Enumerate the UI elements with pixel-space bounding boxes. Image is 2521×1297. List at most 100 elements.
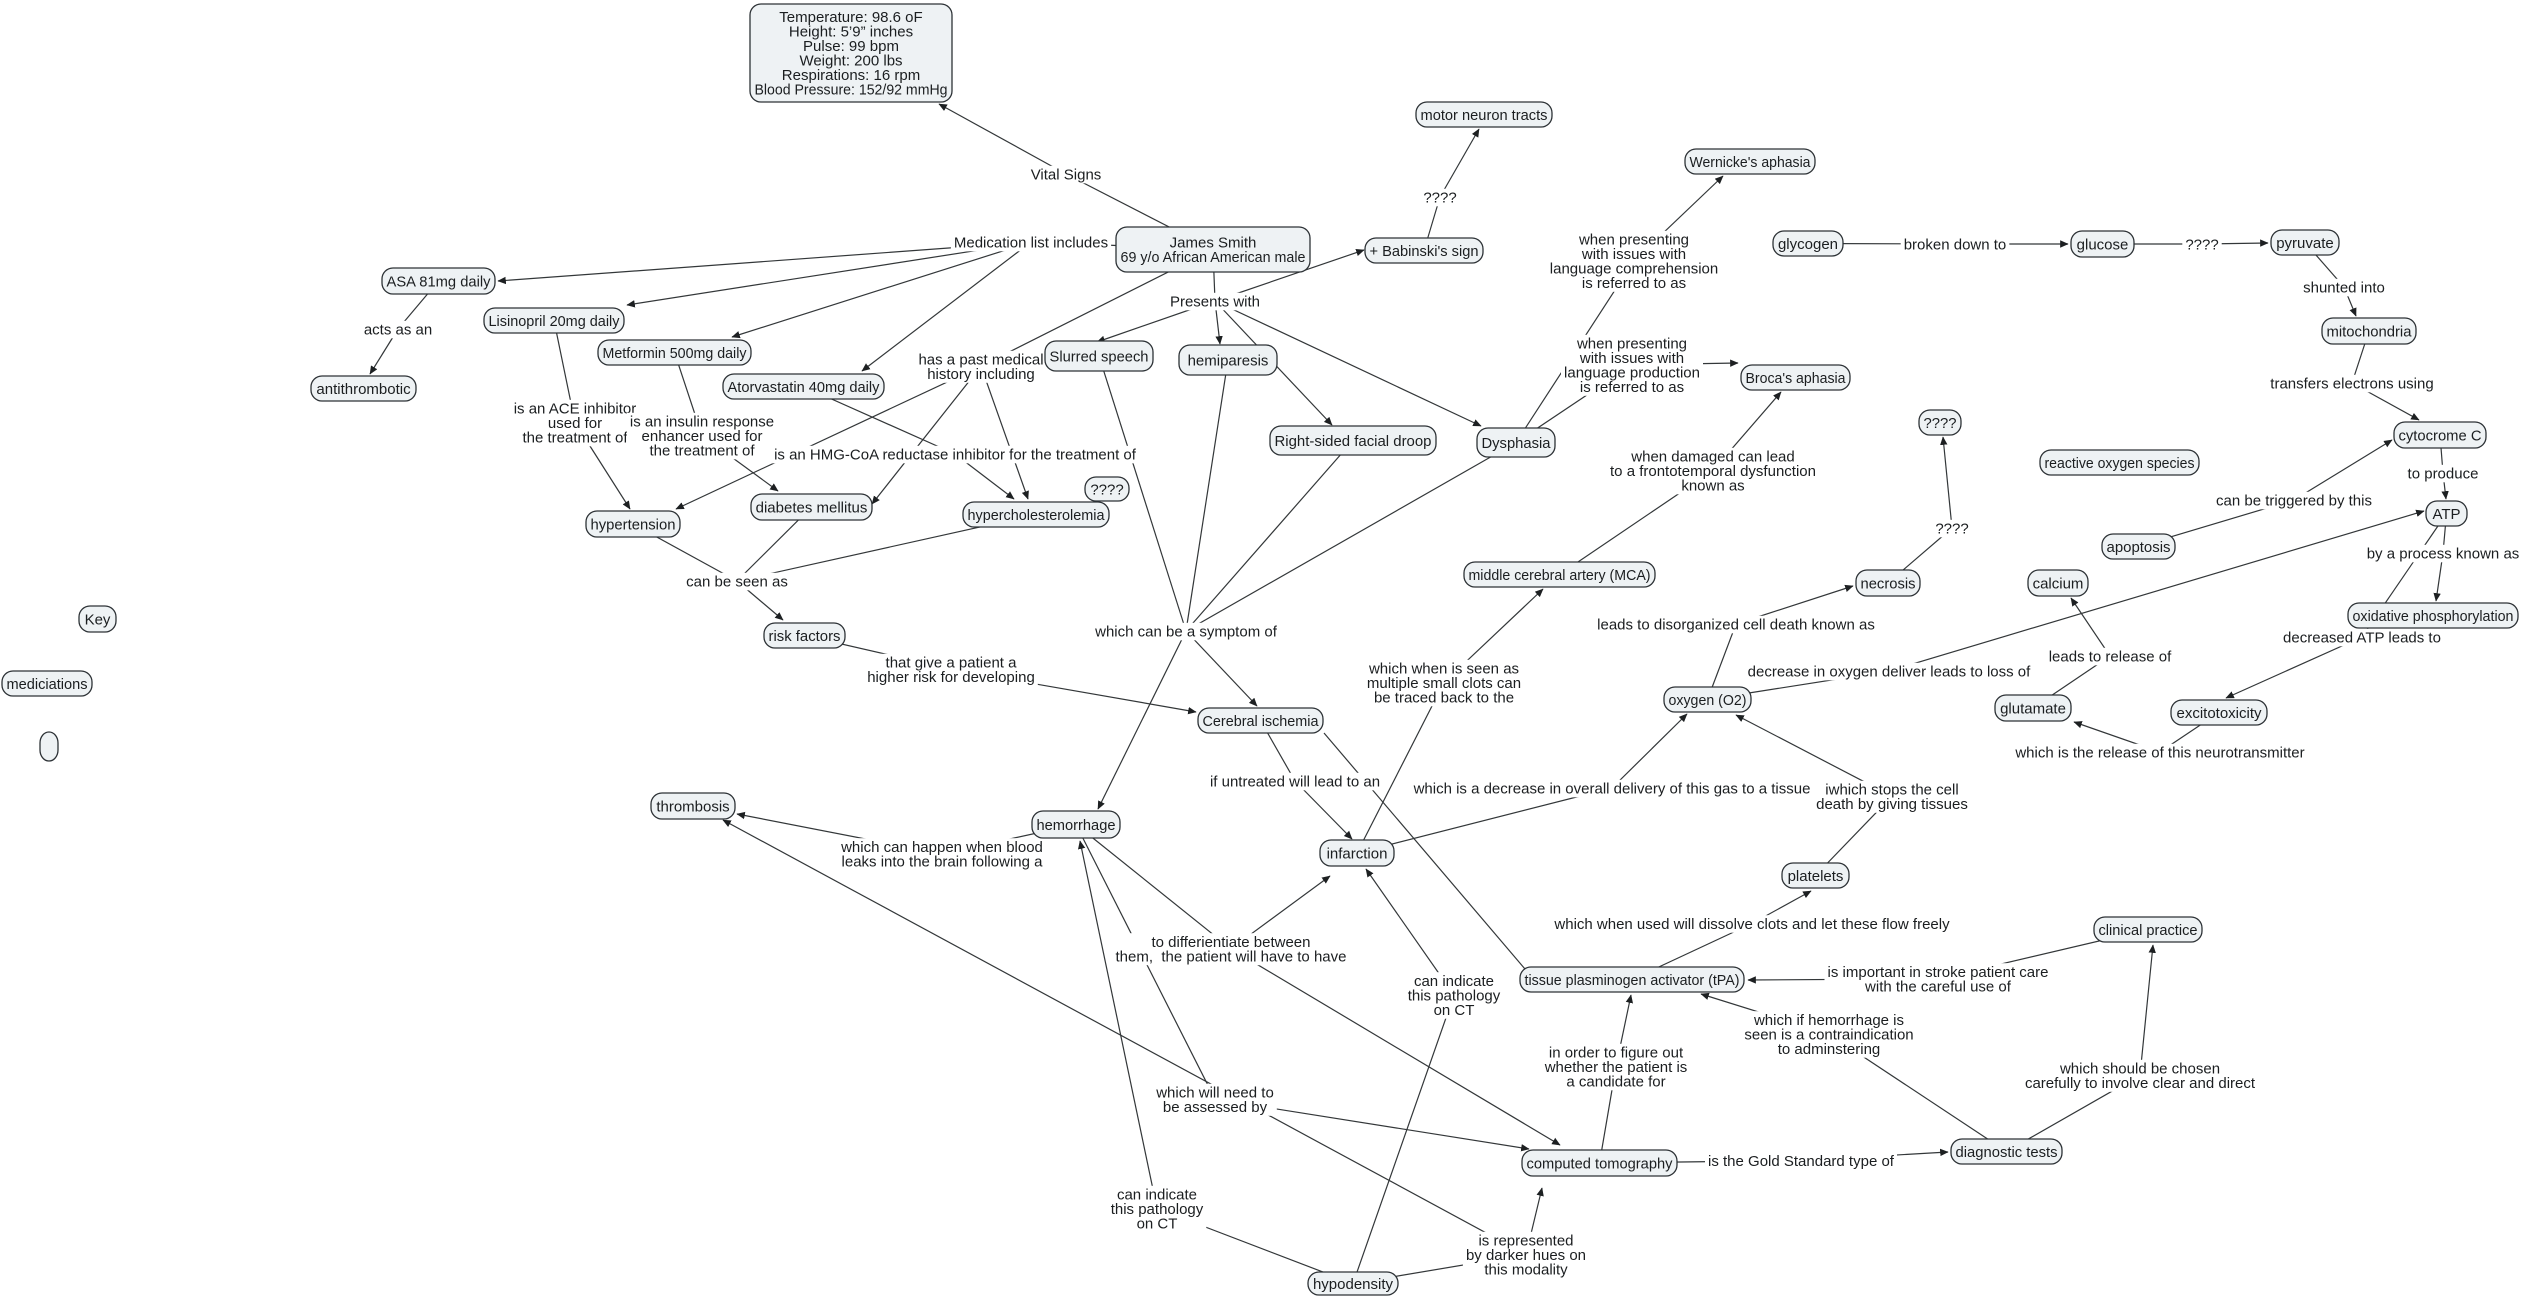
svg-text:when presenting: when presenting — [1576, 335, 1687, 352]
svg-text:which can happen when blood: which can happen when blood — [840, 839, 1043, 856]
svg-text:multiple small clots can: multiple small clots can — [1367, 675, 1521, 692]
svg-text:Broca's aphasia: Broca's aphasia — [1746, 370, 1847, 387]
svg-text:history including: history including — [927, 366, 1035, 383]
svg-text:Right-sided facial droop: Right-sided facial droop — [1275, 433, 1432, 450]
svg-text:calcium: calcium — [2033, 575, 2084, 592]
svg-text:Pulse: 99 bpm: Pulse: 99 bpm — [803, 38, 899, 55]
svg-text:Height: 5’9” inches: Height: 5’9” inches — [789, 24, 913, 41]
svg-text:glucose: glucose — [2077, 236, 2129, 253]
svg-text:leads to release of: leads to release of — [2049, 648, 2172, 665]
svg-text:Vital Signs: Vital Signs — [1031, 166, 1102, 183]
svg-text:Presents with: Presents with — [1170, 293, 1260, 310]
svg-text:????: ???? — [1935, 520, 1968, 537]
svg-text:ATP: ATP — [2432, 506, 2460, 523]
svg-text:higher risk for developing: higher risk for developing — [867, 669, 1035, 686]
svg-text:hypercholesterolemia: hypercholesterolemia — [968, 507, 1106, 524]
svg-text:ASA 81mg daily: ASA 81mg daily — [387, 273, 491, 290]
svg-text:Key: Key — [85, 611, 111, 628]
svg-text:mitochondria: mitochondria — [2327, 323, 2413, 340]
svg-text:glutamate: glutamate — [2000, 700, 2066, 717]
svg-text:which is a decrease in overall: which is a decrease in overall delivery … — [1413, 780, 1811, 797]
svg-text:to differientiate between: to differientiate between — [1151, 934, 1310, 951]
svg-text:them, the patient will have t: them, the patient will have to have — [1116, 948, 1347, 965]
svg-text:used for: used for — [548, 415, 602, 432]
svg-text:Respirations: 16 rpm: Respirations: 16 rpm — [782, 67, 920, 84]
svg-text:oxidative phosphorylation: oxidative phosphorylation — [2353, 608, 2514, 625]
svg-text:apoptosis: apoptosis — [2107, 539, 2171, 556]
svg-text:antithrombotic: antithrombotic — [316, 381, 411, 398]
svg-text:be traced back to the: be traced back to the — [1374, 689, 1514, 706]
svg-text:shunted into: shunted into — [2303, 279, 2385, 296]
svg-text:to a frontotemporal dysfunctio: to a frontotemporal dysfunction — [1610, 463, 1816, 480]
svg-text:diabetes mellitus: diabetes mellitus — [756, 499, 868, 516]
svg-text:decrease in oxygen deliver lea: decrease in oxygen deliver leads to loss… — [1748, 663, 2031, 680]
svg-text:motor neuron tracts: motor neuron tracts — [1421, 107, 1548, 124]
svg-text:whether the patient is: whether the patient is — [1544, 1059, 1688, 1076]
svg-text:????: ???? — [1090, 481, 1123, 498]
svg-text:seen is a contraindication: seen is a contraindication — [1744, 1026, 1913, 1043]
svg-text:if untreated will lead to an: if untreated will lead to an — [1210, 773, 1380, 790]
svg-text:Lisinopril 20mg daily: Lisinopril 20mg daily — [489, 313, 620, 330]
svg-text:when presenting: when presenting — [1578, 231, 1689, 248]
svg-text:which if hemorrhage is: which if hemorrhage is — [1753, 1012, 1904, 1029]
svg-text:has a past medical: has a past medical — [918, 351, 1043, 368]
svg-text:to produce: to produce — [2408, 465, 2479, 482]
svg-text:????: ???? — [2185, 236, 2218, 253]
svg-text:which will need to: which will need to — [1155, 1084, 1274, 1101]
svg-text:language comprehension: language comprehension — [1550, 260, 1718, 277]
svg-text:which can be a symptom of: which can be a symptom of — [1094, 623, 1278, 640]
svg-text:computed tomography: computed tomography — [1527, 1155, 1673, 1172]
svg-text:with issues with: with issues with — [1579, 350, 1684, 367]
svg-text:hypertension: hypertension — [591, 516, 676, 533]
svg-text:be assessed by: be assessed by — [1163, 1099, 1268, 1116]
svg-text:reactive oxygen species: reactive oxygen species — [2045, 455, 2195, 472]
svg-text:mediciations: mediciations — [7, 676, 88, 693]
svg-text:thrombosis: thrombosis — [656, 798, 729, 815]
svg-text:excitotoxicity: excitotoxicity — [2176, 705, 2262, 722]
svg-text:Weight: 200 lbs: Weight: 200 lbs — [799, 53, 902, 70]
svg-text:Cerebral ischemia: Cerebral ischemia — [1203, 713, 1320, 730]
svg-text:acts as an: acts as an — [364, 321, 432, 338]
svg-text:risk factors: risk factors — [769, 628, 841, 645]
svg-text:this pathology: this pathology — [1111, 1201, 1204, 1218]
svg-text:is an HMG-CoA reductase inhibi: is an HMG-CoA reductase inhibitor for th… — [774, 446, 1137, 463]
svg-text:Slurred speech: Slurred speech — [1050, 348, 1149, 365]
svg-text:tissue plasminogen activator (: tissue plasminogen activator (tPA) — [1525, 972, 1740, 989]
svg-text:Medication list includes: Medication list includes — [954, 234, 1108, 251]
svg-text:can be triggered by this: can be triggered by this — [2216, 492, 2372, 509]
svg-text:????: ???? — [1423, 189, 1456, 206]
svg-text:which when is seen as: which when is seen as — [1368, 660, 1519, 677]
svg-text:when damaged can lead: when damaged can lead — [1630, 448, 1794, 465]
svg-text:is important in stroke patient: is important in stroke patient care — [1828, 964, 2049, 981]
svg-text:which when used will dissolve: which when used will dissolve clots and … — [1553, 916, 1950, 933]
svg-text:oxygen (O2): oxygen (O2) — [1669, 692, 1747, 709]
svg-text:with issues with: with issues with — [1581, 246, 1686, 263]
svg-text:Wernicke's aphasia: Wernicke's aphasia — [1690, 154, 1812, 171]
svg-text:language production: language production — [1564, 364, 1700, 381]
svg-text:Dysphasia: Dysphasia — [1482, 435, 1552, 452]
svg-text:+ Babinski's sign: + Babinski's sign — [1370, 243, 1479, 260]
svg-text:cytocrome C: cytocrome C — [2399, 427, 2482, 444]
svg-text:by darker hues on: by darker hues on — [1466, 1247, 1586, 1264]
svg-text:known as: known as — [1681, 477, 1744, 494]
svg-text:can be seen as: can be seen as — [686, 573, 788, 590]
svg-text:Temperature: 98.6 oF: Temperature: 98.6 oF — [779, 9, 922, 26]
svg-text:is referred to as: is referred to as — [1582, 275, 1686, 292]
svg-text:death by giving tissues: death by giving tissues — [1816, 796, 1968, 813]
svg-text:in order to figure out: in order to figure out — [1549, 1044, 1684, 1061]
svg-text:is an ACE inhibitor: is an ACE inhibitor — [514, 400, 637, 417]
svg-text:on CT: on CT — [1434, 1002, 1475, 1019]
svg-text:pyruvate: pyruvate — [2276, 235, 2334, 252]
svg-text:????: ???? — [1924, 415, 1957, 432]
svg-text:middle cerebral artery (MCA): middle cerebral artery (MCA) — [1469, 567, 1651, 584]
svg-text:hypodensity: hypodensity — [1313, 1276, 1394, 1293]
svg-text:is referred to as: is referred to as — [1580, 379, 1684, 396]
svg-text:platelets: platelets — [1788, 868, 1844, 885]
svg-text:a candidate for: a candidate for — [1566, 1073, 1665, 1090]
svg-text:by a process known as: by a process known as — [2367, 545, 2520, 562]
svg-text:necrosis: necrosis — [1861, 575, 1916, 592]
svg-text:diagnostic tests: diagnostic tests — [1956, 1144, 2058, 1161]
svg-text:69 y/o African American male: 69 y/o African American male — [1121, 249, 1306, 266]
svg-text:leads to disorganized cell dea: leads to disorganized cell death known a… — [1597, 616, 1875, 633]
svg-text:hemorrhage: hemorrhage — [1037, 817, 1116, 834]
